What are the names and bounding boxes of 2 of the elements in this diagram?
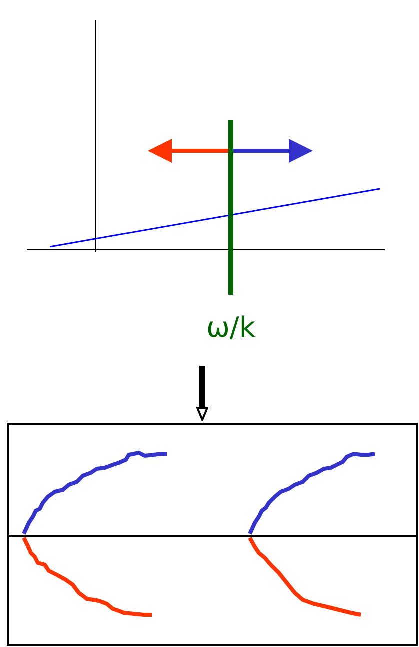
hollow-arrow	[196, 366, 208, 421]
axis-label: ω/k	[206, 314, 256, 342]
